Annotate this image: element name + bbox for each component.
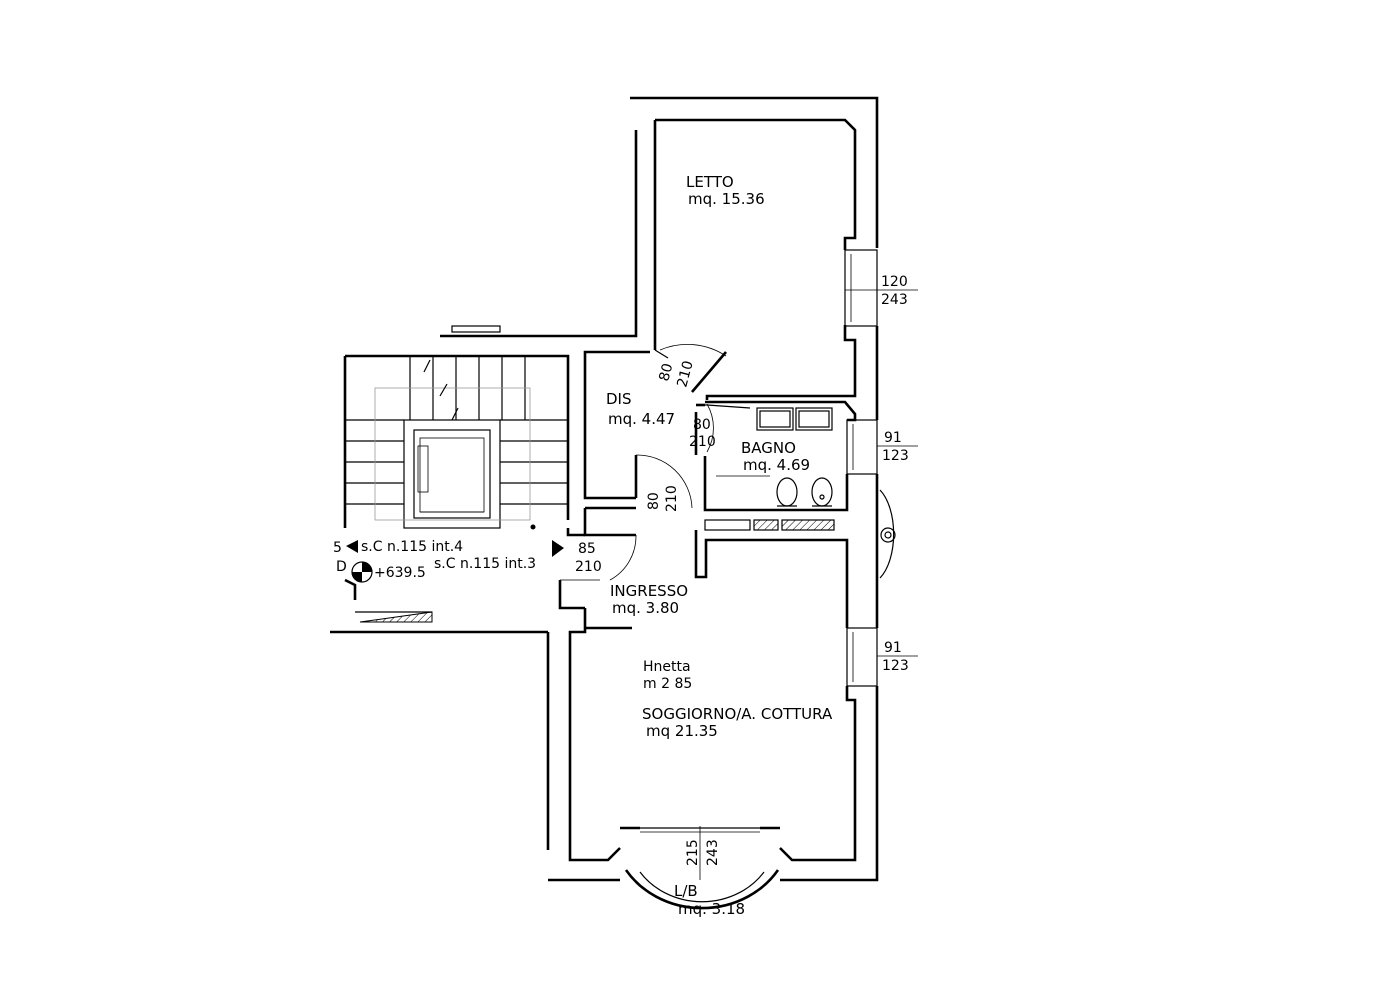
window-2-height: 123 [882, 448, 909, 464]
window-4-width: 215 [685, 839, 701, 866]
window-1-height: 243 [881, 292, 908, 308]
door-4-height: 210 [575, 559, 602, 575]
door-4-width: 85 [578, 541, 596, 557]
door-1-width: 80 [656, 362, 676, 383]
door-3-width: 80 [646, 492, 662, 510]
balcony [624, 489, 896, 910]
door-2-width: 80 [693, 417, 711, 433]
elevation-label: +639.5 [374, 565, 426, 581]
window-1-width: 120 [881, 274, 908, 290]
room-name-bagno: BAGNO [741, 439, 796, 457]
stair-label-int3: s.C n.115 int.3 [434, 556, 536, 572]
room-area-loggia: mq. 3.18 [678, 900, 745, 918]
bathroom-fixtures [716, 407, 833, 507]
room-area-letto: mq. 15.36 [688, 190, 765, 208]
staircase [345, 356, 568, 530]
window-frames [620, 249, 918, 880]
window-3-height: 123 [882, 658, 909, 674]
room-name-dis: DIS [606, 390, 632, 408]
room-area-dis: mq. 4.47 [608, 410, 675, 428]
door-swings [560, 344, 751, 581]
room-area-soggiorno: mq 21.35 [646, 722, 718, 740]
window-2-width: 91 [884, 430, 902, 446]
window-3-width: 91 [884, 640, 902, 656]
level-marker [346, 540, 564, 583]
door-2-height: 210 [689, 434, 716, 450]
room-name-loggia: L/B [674, 882, 698, 900]
door-3-height: 210 [664, 485, 680, 512]
height-label: Hnetta [643, 659, 691, 675]
room-name-ingresso: INGRESSO [610, 582, 688, 600]
window-4-height: 243 [705, 839, 721, 866]
door-1-height: 210 [674, 359, 696, 389]
stair-label-letter: D [336, 559, 347, 575]
room-area-bagno: mq. 4.69 [743, 456, 810, 474]
walls [330, 96, 879, 882]
stair-label-partial: 5 [333, 540, 342, 556]
room-name-soggiorno: SOGGIORNO/A. COTTURA [642, 705, 833, 723]
height-value: m 2 85 [643, 676, 692, 692]
stair-label-int4: s.C n.115 int.4 [361, 539, 463, 555]
room-name-letto: LETTO [686, 173, 734, 191]
room-area-ingresso: mq. 3.80 [612, 599, 679, 617]
